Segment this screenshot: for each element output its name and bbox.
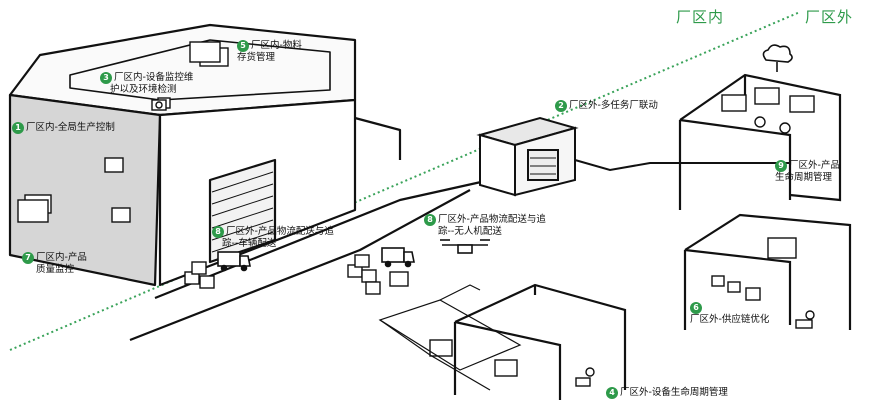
step-number-badge: 4 [606, 387, 618, 399]
worker-icon [575, 367, 595, 387]
office-room-supply-chain [683, 213, 852, 330]
worker-icon [795, 310, 815, 329]
step-number-badge: 2 [555, 100, 567, 112]
cloud-icon [762, 44, 793, 72]
warehouse-icon [476, 116, 790, 197]
step-number-badge: 3 [100, 72, 112, 84]
zone-divider-line [9, 11, 801, 351]
label-text: 厂区内-全局生产控制 [26, 122, 115, 133]
step-number-badge: 8 [212, 226, 224, 238]
step-number-badge: 1 [12, 122, 24, 134]
monitor-icon [711, 237, 797, 301]
label-text-line1: 厂区外-产品 [789, 160, 840, 171]
conveyor-path [378, 284, 522, 391]
label-text-line2: 质量监控 [36, 264, 75, 275]
label-text-line1: 厂区内-物料 [251, 40, 302, 51]
zone-inside-title: 厂区内 [676, 8, 725, 26]
office-room-equipment [453, 283, 627, 400]
main-factory-building [8, 23, 491, 342]
step-number-badge: 9 [775, 160, 787, 172]
truck-icon [381, 247, 415, 268]
label-text-line2: 踪--车辆配送 [222, 238, 277, 249]
label-text: 厂区外-供应链优化 [690, 314, 770, 325]
label-text-line2: 生命周期管理 [775, 172, 833, 183]
truck-icon [217, 251, 251, 272]
step-number-badge: 5 [237, 40, 249, 52]
label-text-line1: 厂区外-产品物流配送与追 [226, 226, 334, 237]
worker-icon [754, 116, 791, 134]
step-number-badge: 7 [22, 252, 34, 264]
label-text-line2: 踪--无人机配送 [438, 226, 502, 237]
label-text-line2: 护以及环境检测 [110, 84, 177, 95]
label-text-line1: 厂区内-设备监控维 [114, 72, 194, 83]
label-text-line1: 厂区外-产品物流配送与追 [438, 214, 546, 225]
label-text: 厂区外-设备生命周期管理 [620, 387, 728, 398]
monitor-icon [721, 87, 815, 113]
zone-outside-title: 厂区外 [805, 8, 854, 26]
office-room-lifecycle [678, 73, 842, 210]
label-text: 厂区外-多任务厂联动 [569, 100, 658, 111]
label-text-line1: 厂区内-产品 [36, 252, 87, 263]
camera-icon [151, 99, 167, 111]
step-number-badge: 8 [424, 214, 436, 226]
label-text-line2: 存货管理 [237, 52, 276, 63]
drone-icon [440, 239, 490, 254]
label-supply-chain: 6 厂区外-供应链优化 [690, 302, 769, 326]
monitor-icon [17, 41, 221, 223]
box-icon [184, 254, 518, 377]
step-number-badge: 6 [690, 302, 702, 314]
